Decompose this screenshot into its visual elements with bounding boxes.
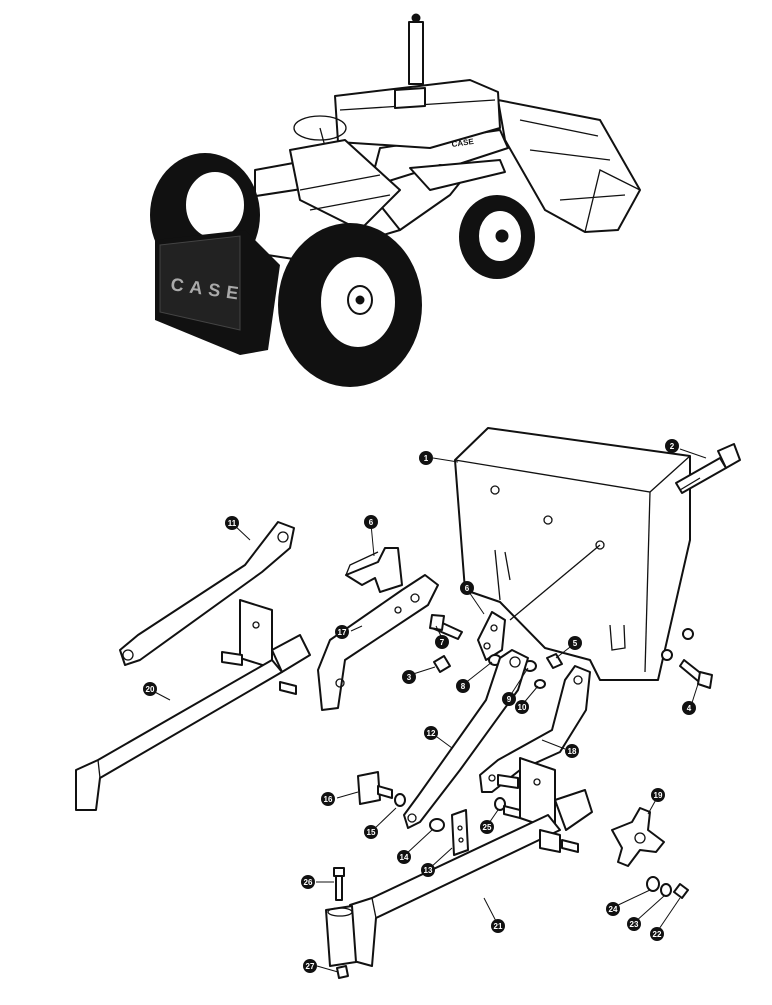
bracket-6-top [345, 547, 403, 593]
washer-10 [534, 679, 546, 689]
callout-22: 22 [650, 927, 664, 941]
svg-text:21: 21 [494, 922, 503, 931]
nut-27 [336, 965, 349, 979]
callout-10: 10 [515, 700, 529, 714]
washer-24 [646, 876, 660, 892]
callout-13: 13 [421, 863, 435, 877]
tractor-illustration: CASE CA [150, 13, 641, 387]
hood-badge: CASE [451, 137, 475, 149]
callout-14: 14 [397, 850, 411, 864]
svg-text:6: 6 [369, 518, 374, 527]
svg-text:23: 23 [630, 920, 639, 929]
callout-15: 15 [364, 825, 378, 839]
svg-text:19: 19 [654, 791, 663, 800]
svg-text:24: 24 [609, 905, 618, 914]
callout-23: 23 [627, 917, 641, 931]
callout-6-top: 6 [364, 515, 378, 529]
svg-text:17: 17 [338, 628, 347, 637]
nut-5 [546, 653, 563, 669]
washer-25 [494, 797, 506, 811]
counterweight [454, 427, 694, 681]
callout-20: 20 [143, 682, 157, 696]
nut-3 [433, 655, 451, 673]
block-6-lower [477, 611, 506, 661]
link-12 [403, 649, 529, 829]
svg-text:12: 12 [427, 729, 436, 738]
washer-15 [394, 793, 406, 807]
front-wheel [459, 195, 535, 279]
washer-23 [660, 883, 672, 897]
bolt-4 [679, 659, 713, 689]
callout-19: 19 [651, 788, 665, 802]
knob-19 [611, 807, 665, 867]
link-18 [479, 665, 591, 793]
svg-text:5: 5 [573, 639, 578, 648]
plate-16 [357, 771, 393, 805]
bolt-7 [429, 614, 463, 640]
callout-7: 7 [435, 635, 449, 649]
long-bolt [675, 443, 741, 494]
callout-8: 8 [456, 679, 470, 693]
svg-text:10: 10 [518, 703, 527, 712]
right-rear-wheel [278, 223, 422, 387]
svg-text:14: 14 [400, 853, 409, 862]
svg-text:7: 7 [440, 638, 445, 647]
svg-text:27: 27 [306, 962, 315, 971]
callout-11: 11 [225, 516, 239, 530]
arm-11 [119, 521, 295, 666]
svg-text:16: 16 [324, 795, 333, 804]
svg-text:1: 1 [424, 454, 429, 463]
callout-2: 2 [665, 439, 679, 453]
washer-14 [429, 818, 445, 832]
callout-26: 26 [301, 875, 315, 889]
front-weight-on-tractor: CASE [155, 230, 280, 355]
callout-1: 1 [419, 451, 433, 465]
svg-text:4: 4 [687, 704, 692, 713]
callout-6-lower: 6 [460, 581, 474, 595]
svg-text:2: 2 [670, 442, 675, 451]
callout-9: 9 [502, 692, 516, 706]
svg-text:15: 15 [367, 828, 376, 837]
callout-24: 24 [606, 902, 620, 916]
callout-18: 18 [565, 744, 579, 758]
callout-25: 25 [480, 820, 494, 834]
callout-16: 16 [321, 792, 335, 806]
link-17 [317, 574, 439, 711]
callout-27: 27 [303, 959, 317, 973]
callout-17: 17 [335, 625, 349, 639]
svg-text:20: 20 [146, 685, 155, 694]
callout-4: 4 [682, 701, 696, 715]
plate-13 [451, 809, 469, 856]
svg-text:8: 8 [461, 682, 466, 691]
svg-text:25: 25 [483, 823, 492, 832]
callout-3: 3 [402, 670, 416, 684]
bar-assembly-21 [325, 757, 593, 967]
svg-text:11: 11 [228, 519, 237, 528]
callout-12: 12 [424, 726, 438, 740]
loader-bucket [497, 99, 641, 233]
svg-text:6: 6 [465, 584, 470, 593]
svg-text:26: 26 [304, 878, 313, 887]
callout-5: 5 [568, 636, 582, 650]
callout-21: 21 [491, 919, 505, 933]
svg-text:3: 3 [407, 673, 412, 682]
svg-text:18: 18 [568, 747, 577, 756]
nut-22 [673, 883, 689, 899]
tractor-hood: CASE [334, 13, 501, 149]
svg-text:22: 22 [653, 930, 662, 939]
bolt-26 [333, 867, 345, 901]
exploded-parts [75, 427, 741, 979]
svg-text:13: 13 [424, 866, 433, 875]
svg-text:9: 9 [507, 695, 512, 704]
bar-assembly-20 [75, 599, 311, 811]
